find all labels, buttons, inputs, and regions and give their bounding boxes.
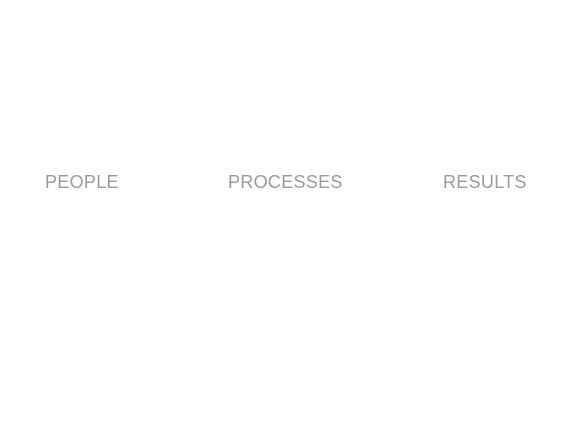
label-results: RESULTS	[443, 172, 527, 192]
label-people: PEOPLE	[45, 172, 119, 192]
label-processes: PROCESSES	[228, 172, 343, 192]
